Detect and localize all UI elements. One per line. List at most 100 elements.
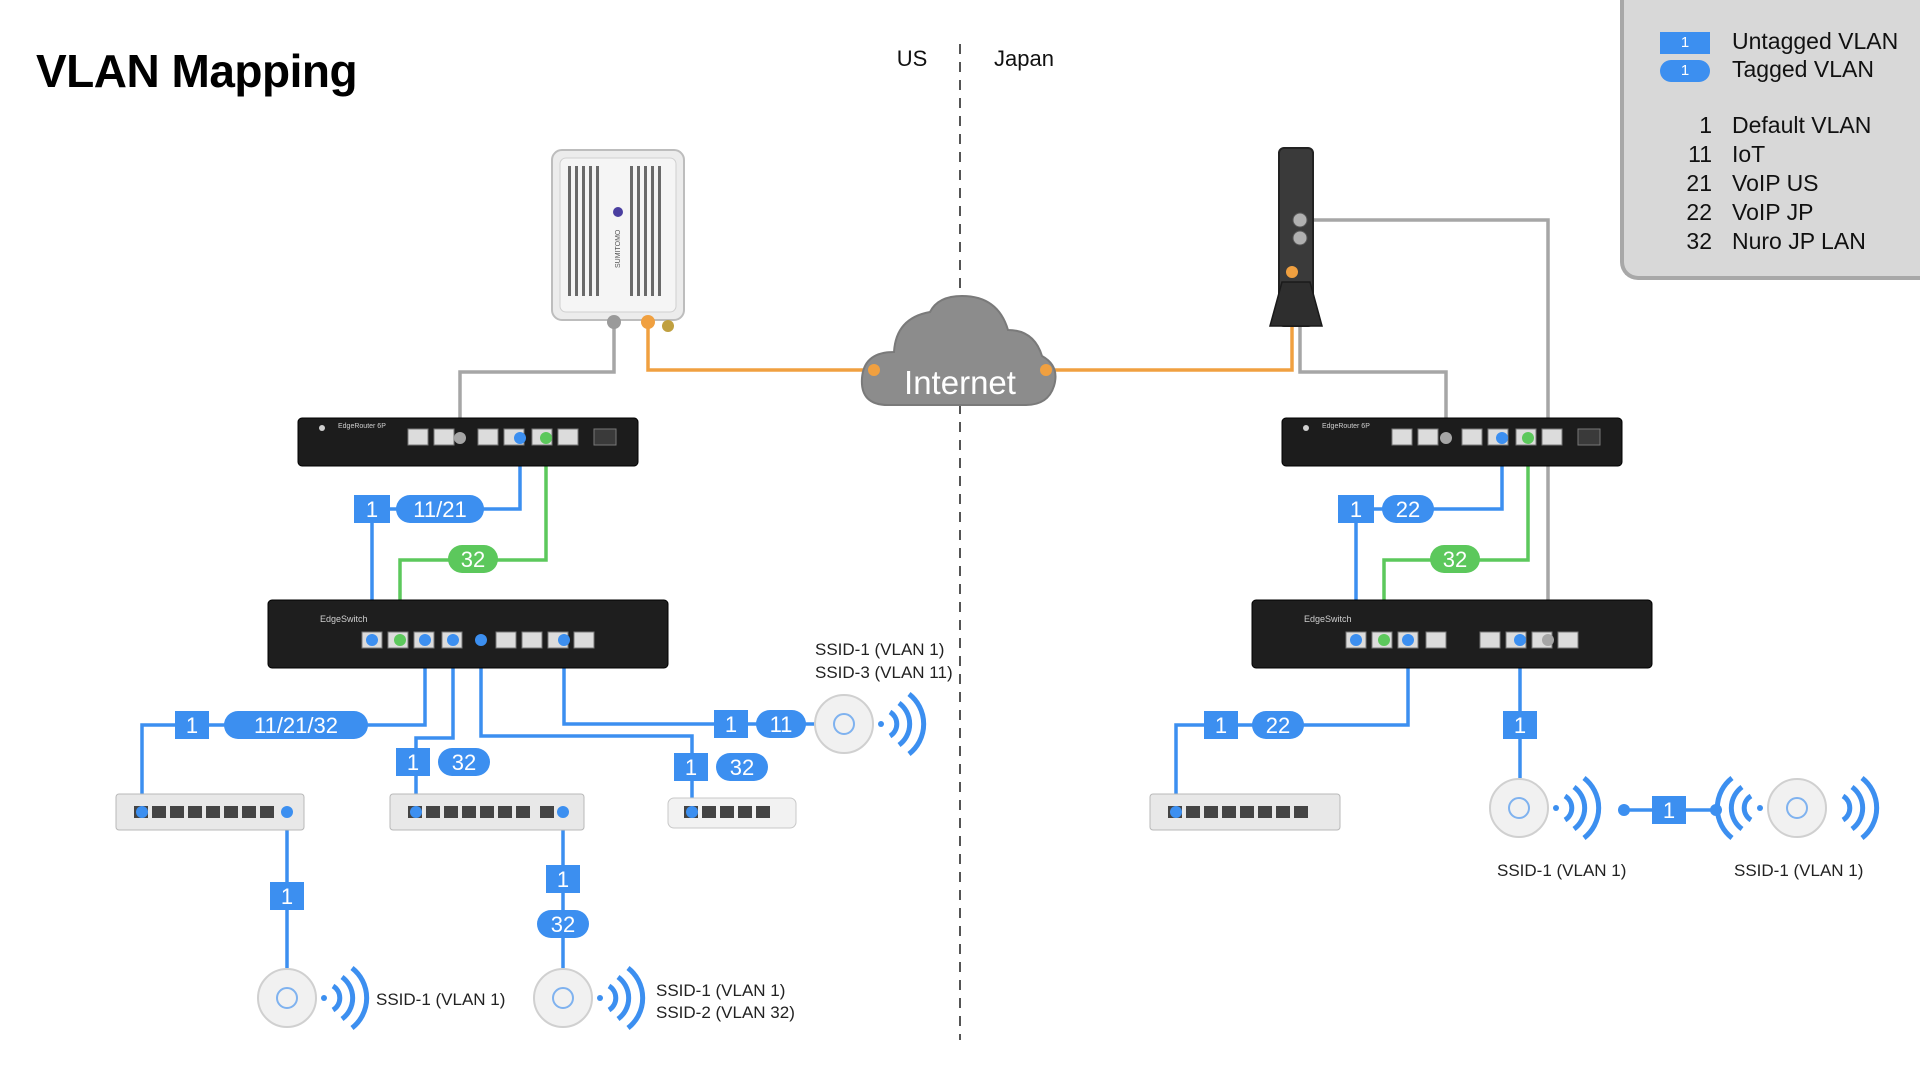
switch-us-a — [115, 793, 305, 831]
legend-vlan-id: 11 — [1688, 141, 1712, 167]
ont-logo-icon — [613, 207, 623, 217]
legend-vlan-id: 32 — [1686, 228, 1712, 254]
wifi-icon — [607, 966, 646, 1030]
onu-port-1 — [1292, 212, 1308, 228]
ont-us: SUMITOMO — [551, 149, 685, 332]
us-ap-a-badge: 1 — [270, 882, 304, 910]
ssid-label: SSID-3 (VLAN 11) — [815, 663, 953, 682]
legend-vlan-id: 1 — [1699, 112, 1712, 138]
jp-router-switch-badges: 1 22 32 — [1338, 495, 1480, 573]
ssid-label: SSID-2 (VLAN 32) — [656, 1003, 795, 1022]
vlan-badge-untagged-text: 1 — [1350, 497, 1362, 522]
vlan-badge-tagged-text: 22 — [1266, 713, 1290, 738]
region-label-japan: Japan — [994, 46, 1054, 71]
ont-vents — [568, 166, 661, 296]
legend-tagged-swatch: 1 — [1660, 60, 1710, 82]
vlan-badge-tagged-text: 32 — [452, 750, 476, 775]
switch-jp-model-label: EdgeSwitch — [1304, 614, 1352, 624]
us-switch-a-badges: 1 11/21/32 — [175, 711, 368, 739]
router-us: EdgeRouter 6P — [297, 417, 639, 467]
cable-jp-onu-router — [1298, 238, 1448, 438]
ont-wan-port — [641, 315, 655, 329]
vlan-badge-tagged-text: 11 — [770, 712, 793, 737]
legend-untagged-swatch: 1 — [1660, 32, 1710, 54]
ssid-label: SSID-1 (VLAN 1) — [1497, 861, 1626, 880]
internet-cloud: Internet — [860, 294, 1057, 406]
jp-mesh-badge: 1 — [1618, 796, 1722, 824]
onu-jp — [1269, 147, 1323, 327]
ssid-label: SSID-1 (VLAN 1) — [656, 981, 785, 1000]
legend-vlan-name: Nuro JP LAN — [1732, 228, 1866, 254]
legend-panel: 1 Untagged VLAN 1 Tagged VLAN 1 Default … — [1620, 0, 1920, 280]
cable-us-wan — [646, 322, 874, 372]
wifi-icon — [888, 692, 927, 756]
vlan-badge-tagged-text: 11/21/32 — [254, 713, 338, 738]
vlan-badge-untagged-text: 1 — [1663, 798, 1675, 823]
edgeswitch-us: EdgeSwitch — [267, 599, 669, 669]
wifi-icon — [1563, 776, 1602, 840]
switch-us-c — [667, 797, 797, 829]
legend-vlan-name: VoIP US — [1732, 170, 1819, 196]
cable-jp-onu-switch — [1300, 218, 1550, 640]
us-switch-b-badges: 1 32 — [396, 748, 490, 776]
legend-untagged-label: Untagged VLAN — [1732, 28, 1899, 54]
ap-us-a — [257, 966, 370, 1030]
ssid-label: SSID-1 (VLAN 1) — [376, 990, 505, 1009]
cable-us-switch-b — [414, 650, 455, 812]
vlan-badge-untagged — [354, 495, 390, 523]
cable-us-ont-router — [458, 316, 616, 438]
vlan-badge-untagged-text: 1 — [557, 867, 569, 892]
vlan-badge-untagged-text: 1 — [366, 497, 378, 522]
onu-wan-port — [1286, 266, 1298, 278]
vlan-badge-untagged-text: 1 — [725, 712, 737, 737]
switch-jp-a — [1149, 793, 1341, 831]
region-label-us: US — [897, 46, 928, 71]
vlan-badge-tagged — [396, 495, 484, 523]
ont-brand-label: SUMITOMO — [615, 229, 622, 268]
ssid-labels: SSID-1 (VLAN 1) SSID-3 (VLAN 11) SSID-1 … — [376, 640, 1863, 1022]
jp-ap-badge: 1 — [1503, 711, 1537, 739]
us-router-switch-badges: 1 11/21 32 — [354, 495, 498, 573]
router-jp: EdgeRouter 6P — [1281, 417, 1623, 467]
switch-us-model-label: EdgeSwitch — [320, 614, 368, 624]
cable-us-switch-c — [479, 650, 694, 812]
vlan-badge-untagged-text: 1 — [1514, 713, 1526, 738]
router-jp-model-label: EdgeRouter 6P — [1322, 423, 1370, 430]
vlan-badge-untagged — [1338, 495, 1374, 523]
ap-us-top — [814, 692, 927, 756]
vlan-badge-tagged — [1382, 495, 1434, 523]
vlan-badge-green — [1430, 545, 1480, 573]
legend-tagged-label: Tagged VLAN — [1732, 56, 1874, 82]
page-title: VLAN Mapping — [36, 45, 358, 97]
legend-vlan-id: 21 — [1686, 170, 1712, 196]
vlan-badge-untagged-text: 1 — [281, 884, 293, 909]
ap-jp-1 — [1489, 776, 1602, 840]
cable-jp-wan — [1046, 272, 1294, 372]
ap-us-b — [533, 966, 646, 1030]
legend-vlan-name: VoIP JP — [1732, 199, 1814, 225]
vlan-badge-green-text: 32 — [1443, 547, 1467, 572]
vlan-badge-green — [448, 545, 498, 573]
vlan-badge-tagged-text: 11/21 — [413, 497, 466, 522]
vlan-badge-green-text: 32 — [461, 547, 485, 572]
us-switch-c-badges: 1 32 — [674, 753, 768, 781]
cable-us-switch-ap — [562, 650, 842, 726]
vlan-badge-untagged-text: 1 — [685, 755, 697, 780]
vlan-badge-untagged-text: 1 — [1215, 713, 1227, 738]
legend-vlan-name: Default VLAN — [1732, 112, 1872, 138]
edgeswitch-jp: EdgeSwitch — [1251, 599, 1653, 669]
switch-us-b — [389, 793, 585, 831]
wifi-icon — [331, 966, 370, 1030]
vlan-badge-untagged-text: 1 — [407, 750, 419, 775]
ssid-label: SSID-1 (VLAN 1) — [815, 640, 944, 659]
legend-vlan-name: IoT — [1732, 141, 1766, 167]
vlan-badge-tagged-text: 22 — [1396, 497, 1420, 522]
onu-port-2 — [1292, 230, 1308, 246]
ont-port — [607, 315, 621, 329]
vlan-badge-untagged-text: 1 — [186, 713, 198, 738]
internet-label: Internet — [904, 364, 1016, 401]
router-us-model-label: EdgeRouter 6P — [338, 423, 386, 430]
jp-switch-a-badges: 1 22 — [1204, 711, 1304, 739]
